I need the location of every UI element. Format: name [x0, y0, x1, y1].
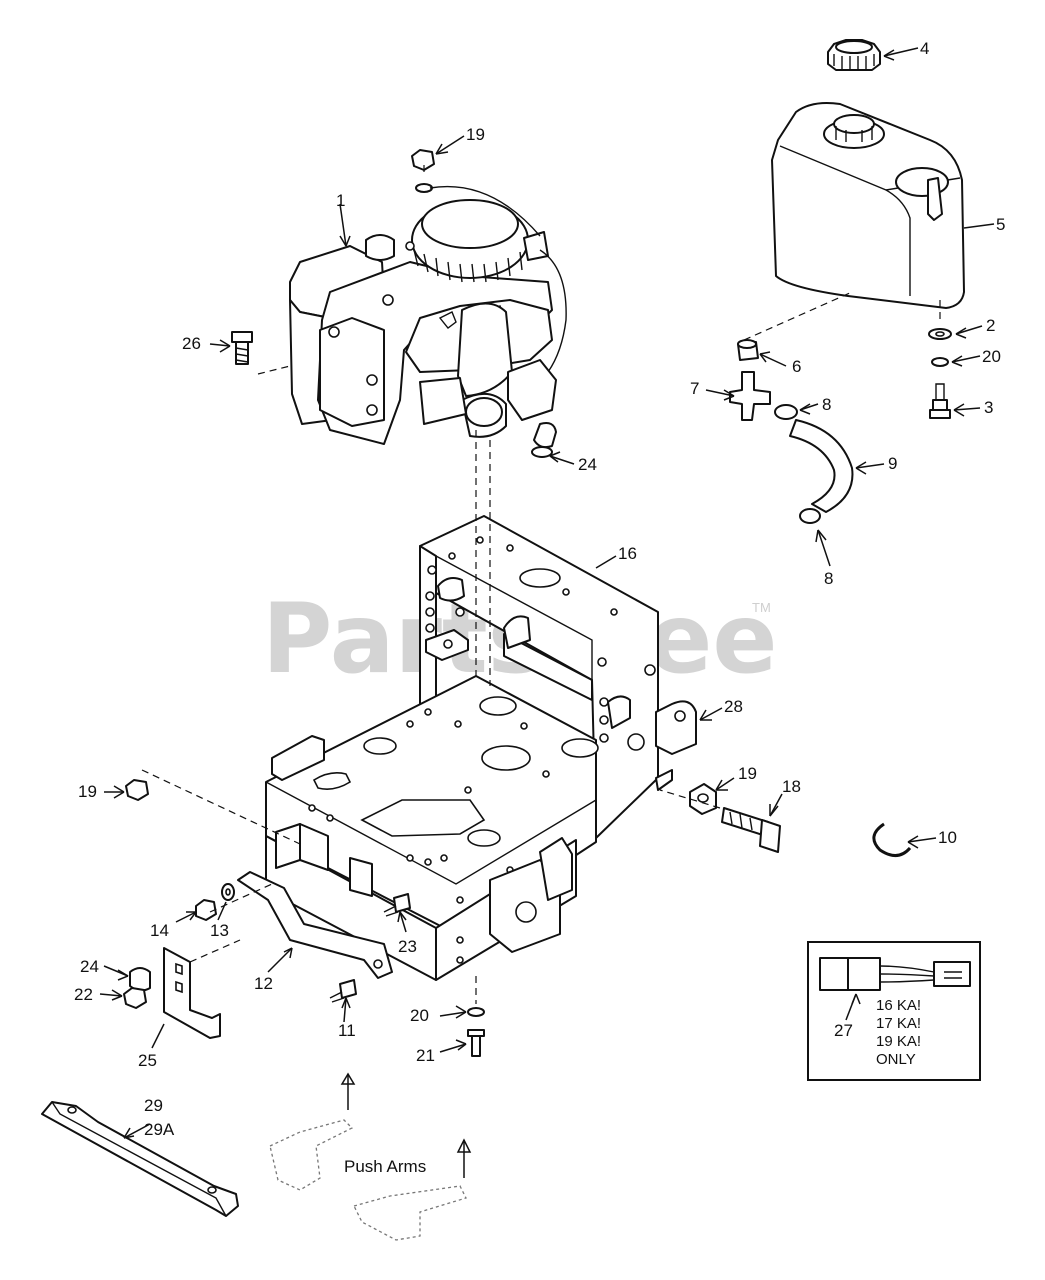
callout-26: 26	[182, 334, 201, 353]
nut-14	[195, 899, 217, 921]
bolt-21	[467, 1029, 485, 1057]
bolt-18	[689, 783, 781, 853]
callout-28: 28	[724, 697, 743, 716]
fuel-tank	[771, 102, 965, 309]
push-arms	[269, 1119, 467, 1241]
fuel-cap	[827, 39, 881, 71]
callout-13: 13	[210, 921, 229, 940]
callout-8-upper: 8	[822, 395, 831, 414]
washer-20-bottom	[467, 1007, 485, 1017]
washer-13	[221, 883, 235, 901]
callout-3: 3	[984, 398, 993, 417]
callout-11: 11	[338, 1021, 356, 1040]
leader-arrows	[99, 47, 995, 1178]
callout-22: 22	[74, 985, 93, 1004]
callout-12: 12	[254, 974, 273, 993]
inset-box	[807, 941, 981, 1081]
inset-line-only: ONLY	[876, 1051, 916, 1068]
callout-20-bottom: 20	[410, 1006, 429, 1025]
callout-7: 7	[690, 379, 699, 398]
tank-hardware	[928, 328, 952, 419]
inset-line-17ka: 17 KA!	[876, 1015, 921, 1032]
bolt-26	[231, 331, 253, 365]
callout-labels: 1 2 3 4 5 6 7 8 8 9 10 11 12 13 14 16 18…	[74, 39, 1005, 1139]
bracket-28	[655, 700, 697, 755]
bar-29	[41, 1101, 239, 1217]
engine	[289, 199, 567, 449]
callout-19-right: 19	[738, 764, 757, 783]
nut-19-left	[125, 779, 149, 801]
callout-19-left: 19	[78, 782, 97, 801]
callout-10: 10	[938, 828, 957, 847]
callout-23: 23	[398, 937, 417, 956]
callout-6: 6	[792, 357, 801, 376]
callout-2: 2	[986, 316, 995, 335]
bracket-25	[123, 947, 221, 1039]
watermark-trademark: TM	[752, 600, 771, 615]
bolt-23	[383, 893, 411, 917]
callout-9: 9	[888, 454, 897, 473]
callout-25: 25	[138, 1051, 157, 1070]
bracket-12	[237, 871, 393, 979]
inset-text: 16 KA! 17 KA! 19 KA! ONLY	[876, 997, 921, 1068]
fuel-valve	[729, 339, 854, 524]
callout-21: 21	[416, 1046, 435, 1065]
callout-29: 29	[144, 1096, 163, 1115]
callout-18: 18	[782, 777, 801, 796]
callout-24-engine: 24	[578, 455, 597, 474]
callout-16: 16	[618, 544, 637, 563]
frame	[265, 515, 673, 981]
inset-line-19ka: 19 KA!	[876, 1033, 921, 1050]
callout-27: 27	[834, 1021, 853, 1040]
callout-5: 5	[996, 215, 1005, 234]
clamp-24	[531, 446, 553, 458]
bolt-11	[329, 979, 357, 1003]
nut-19-top	[411, 149, 541, 237]
callout-8-lower: 8	[824, 569, 833, 588]
assembly-lines	[141, 160, 941, 1004]
callout-4: 4	[920, 39, 929, 58]
callout-24-bracket: 24	[80, 957, 99, 976]
callout-19-top: 19	[466, 125, 485, 144]
callout-1: 1	[336, 191, 345, 210]
callout-14: 14	[150, 921, 169, 940]
callout-20-right: 20	[982, 347, 1001, 366]
clip-10	[872, 822, 912, 857]
callout-29A: 29A	[144, 1120, 175, 1139]
inset-line-16ka: 16 KA!	[876, 997, 921, 1014]
push-arms-label: Push Arms	[344, 1157, 426, 1176]
